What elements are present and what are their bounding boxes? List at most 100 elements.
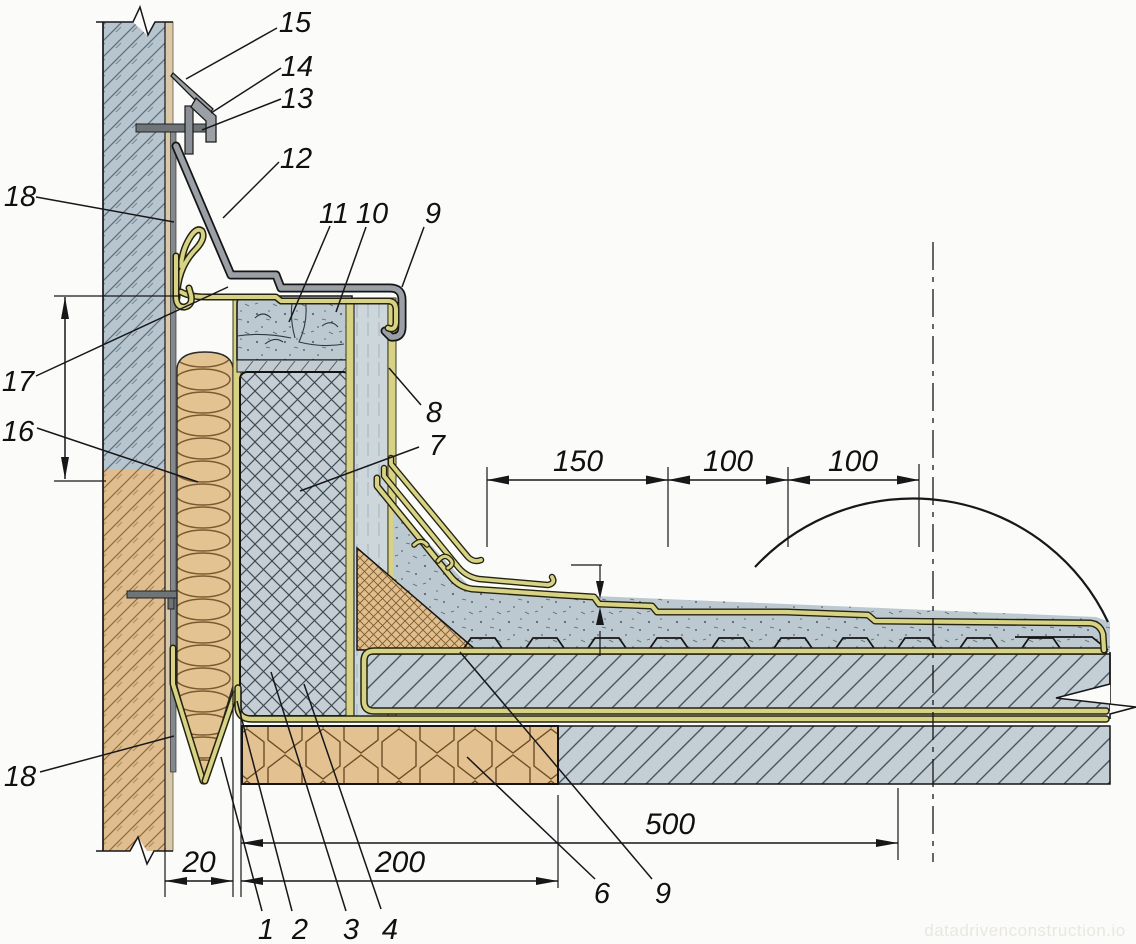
detail-reference-arc (754, 497, 1109, 623)
callout-18-bottom: 18 (4, 761, 36, 793)
arrowhead (766, 475, 788, 485)
wall-section (96, 4, 207, 866)
upstand-membrane-inner (345, 297, 355, 719)
leader-4 (303, 683, 382, 910)
callout-12: 12 (280, 143, 312, 175)
fold-glyph (412, 540, 454, 570)
metal-flashings (170, 72, 407, 342)
callout-13: 13 (281, 83, 313, 115)
second-ply (382, 466, 556, 587)
wall-masonry-hatch (103, 470, 165, 851)
leader-9-top (401, 226, 425, 288)
parapet-insulation-block (239, 371, 351, 717)
callout-9-top: 9 (425, 198, 441, 230)
dim-wall-gap: 20 (181, 846, 216, 879)
fixing-clip (190, 96, 217, 143)
arrowhead (241, 839, 263, 847)
callout-labels: 15 14 13 12 18 17 16 11 10 9 8 7 18 1 2 … (2, 7, 671, 944)
callout-1: 1 (258, 914, 274, 944)
dim-overlap-a: 150 (553, 445, 603, 478)
arrowhead (241, 877, 263, 885)
leader-6 (466, 756, 596, 880)
screed-deck-fill (393, 505, 1110, 652)
mortar-hatch (244, 360, 352, 372)
wall-break-top (96, 4, 173, 37)
dim-edge-zone: 500 (645, 808, 695, 841)
callout-11: 11 (319, 198, 349, 230)
callout-18-top: 18 (4, 181, 36, 213)
dim-overlap-c: 100 (828, 445, 878, 478)
mineral-wool-coil (169, 351, 241, 786)
anchor-top (135, 123, 207, 133)
termination-bar (184, 105, 194, 155)
parapet-stack (232, 293, 397, 721)
soffit-insulation-board (241, 725, 559, 785)
callout-6: 6 (594, 878, 611, 910)
callout-3: 3 (343, 914, 359, 944)
slab-break-mark (1055, 652, 1136, 719)
dimensions: 150 100 100 20 200 500 (54, 295, 920, 897)
arrowhead (61, 457, 69, 479)
arrowhead (536, 877, 558, 885)
leader-2 (236, 700, 293, 912)
callout-8: 8 (426, 397, 442, 429)
callout-16: 16 (2, 416, 35, 448)
leader-15 (185, 27, 278, 80)
slab-break-mask (1056, 684, 1136, 714)
apron-cap-flashing (173, 143, 405, 340)
vapour-barrier (361, 648, 1109, 714)
callout-4: 4 (382, 914, 398, 944)
arrowhead (487, 475, 509, 485)
anchor-bottom-hook (167, 597, 175, 610)
arrowhead (211, 877, 233, 885)
callout-9-bottom: 9 (655, 878, 671, 910)
callout-10: 10 (356, 198, 388, 230)
leader-7 (299, 446, 420, 492)
leader-16 (36, 427, 199, 483)
leader-18-top (35, 196, 175, 223)
roof-buildup (234, 505, 1136, 785)
leader-1 (220, 756, 263, 912)
callout-7: 7 (429, 430, 447, 462)
dim-insulation-width: 200 (374, 846, 425, 879)
callout-2: 2 (291, 914, 308, 944)
leader-8 (388, 367, 422, 406)
roof-slab-upper (361, 653, 1111, 711)
callout-17: 17 (2, 366, 36, 398)
wall-concrete-hatch (103, 22, 165, 470)
leader-14 (210, 67, 282, 114)
callout-14: 14 (281, 51, 313, 83)
arrowhead (61, 297, 69, 319)
membrane-expansion-loop (175, 227, 206, 300)
coil-wrap-left (171, 646, 205, 783)
roofing-membrane-plies (373, 454, 1108, 654)
leader-12 (222, 161, 280, 219)
leader-13 (201, 98, 282, 131)
leader-9-bottom (459, 651, 653, 880)
arrowhead (165, 877, 187, 885)
dim-overlap-b: 100 (703, 445, 753, 478)
leader-3 (270, 671, 347, 912)
wall-break-bottom (96, 835, 173, 866)
leader-lines (35, 27, 653, 912)
arrowhead (876, 839, 898, 847)
arrowhead (668, 475, 690, 485)
reinforcing-strip (389, 456, 483, 563)
arrowhead (596, 581, 604, 599)
cap-block-texture (254, 313, 339, 345)
watermark: datadrivenconstruction.io (924, 921, 1126, 940)
arrowhead (788, 475, 810, 485)
leader-17 (35, 286, 229, 377)
parapet-concrete-cap-block (236, 295, 353, 361)
arrowhead (646, 475, 668, 485)
arrowhead (897, 475, 919, 485)
main-carpet (374, 475, 1107, 653)
leader-18-bottom (39, 735, 175, 773)
callout-15: 15 (279, 7, 312, 39)
roof-slab-lower (557, 725, 1111, 785)
break-mask-bottom (130, 837, 147, 851)
leader-11 (288, 225, 331, 323)
arrowhead (596, 607, 604, 625)
